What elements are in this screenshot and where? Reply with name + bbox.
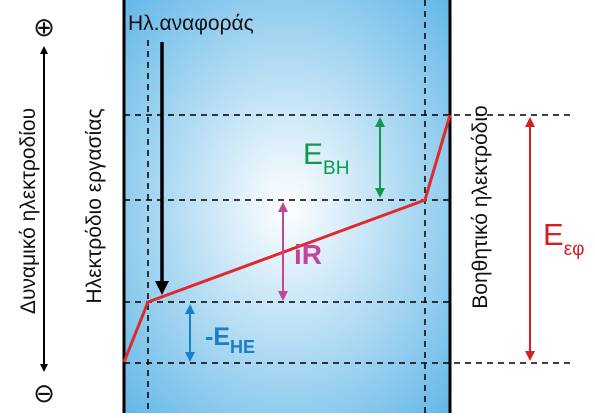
- e-he-label: -EHE: [205, 323, 255, 357]
- minus-icon: ⊖: [33, 378, 55, 408]
- electrolyte-solution: [124, 0, 450, 413]
- reference-electrode-label: Ηλ.αναφοράς: [128, 12, 254, 35]
- electrode-potential-label: Δυναμικό ηλεκτροδίου: [17, 108, 40, 314]
- e-bh-label: EBH: [303, 138, 349, 179]
- plus-icon: ⊕: [33, 12, 55, 42]
- ir-drop-label: iR: [294, 239, 322, 270]
- working-electrode-label: Ηλεκτρόδιο εργασίας: [83, 108, 106, 303]
- e-ef-label: Eεφ: [543, 217, 584, 260]
- counter-electrode-label: Βοηθητικό ηλεκτρόδιο: [469, 105, 492, 308]
